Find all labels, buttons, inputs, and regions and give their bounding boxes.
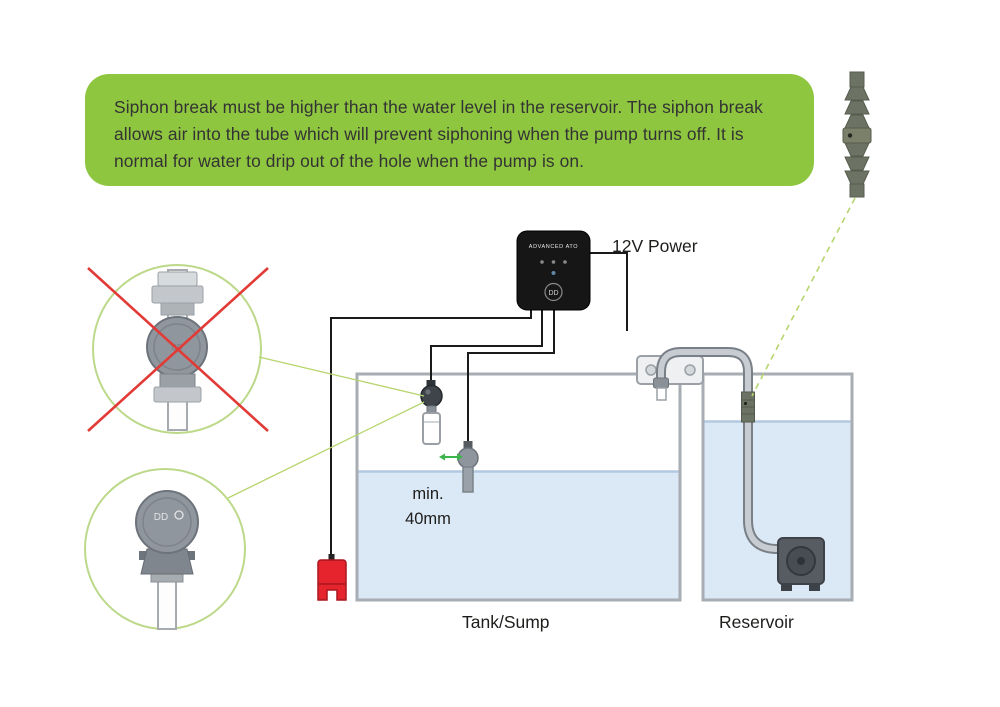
backup-sensor-wire — [467, 309, 555, 441]
ato-controller: ADVANCED ATO DD — [516, 230, 591, 311]
siphon-break-note: Siphon break must be higher than the wat… — [85, 74, 814, 186]
controller-brand-text: ADVANCED ATO — [529, 244, 578, 250]
power-wire — [590, 252, 628, 331]
right-detail-leader — [227, 401, 425, 499]
wrong-detail-leader — [258, 356, 425, 397]
level-sensor-wire — [430, 309, 543, 382]
tank-walls — [355, 372, 682, 602]
tube-mounting-bracket — [636, 355, 704, 385]
min-gap-label: min. 40mm — [405, 485, 451, 528]
power-label: 12V Power — [612, 236, 698, 256]
sensor-logo-text: DD — [154, 512, 168, 523]
controller-wires — [330, 252, 628, 560]
leader-lines — [227, 197, 856, 499]
controller-logo-ring — [544, 282, 563, 302]
tank-label: Tank/Sump — [462, 612, 550, 632]
logo-ring — [174, 510, 184, 520]
optical-level-sensor — [420, 380, 443, 445]
right-install-detail: DD — [135, 490, 199, 630]
bracket-screw — [645, 364, 657, 376]
wrong-x-mark — [87, 267, 269, 432]
controller-led — [551, 271, 556, 275]
controller-logo-text: DD — [548, 290, 558, 297]
siphon-hole — [847, 133, 853, 138]
controller-led — [563, 260, 567, 264]
controller-led — [551, 260, 556, 264]
pump — [777, 537, 825, 591]
water-tube — [656, 347, 785, 554]
siphon-break-inline-fitting — [741, 391, 755, 423]
siphon-hole — [743, 401, 748, 406]
float-switch-wire — [330, 309, 532, 560]
tank-water — [358, 471, 679, 599]
red-float-switch — [317, 554, 347, 601]
reservoir-label: Reservoir — [719, 612, 794, 632]
controller-led — [540, 260, 544, 264]
min-gap-arrow — [439, 453, 463, 461]
siphon-break-leader — [751, 197, 856, 397]
bracket-screw — [684, 364, 696, 376]
tank-sump — [355, 372, 682, 602]
outlet-nozzle — [653, 377, 669, 401]
siphon-break-fitting-icon — [842, 71, 872, 198]
reservoir-walls — [701, 372, 854, 602]
